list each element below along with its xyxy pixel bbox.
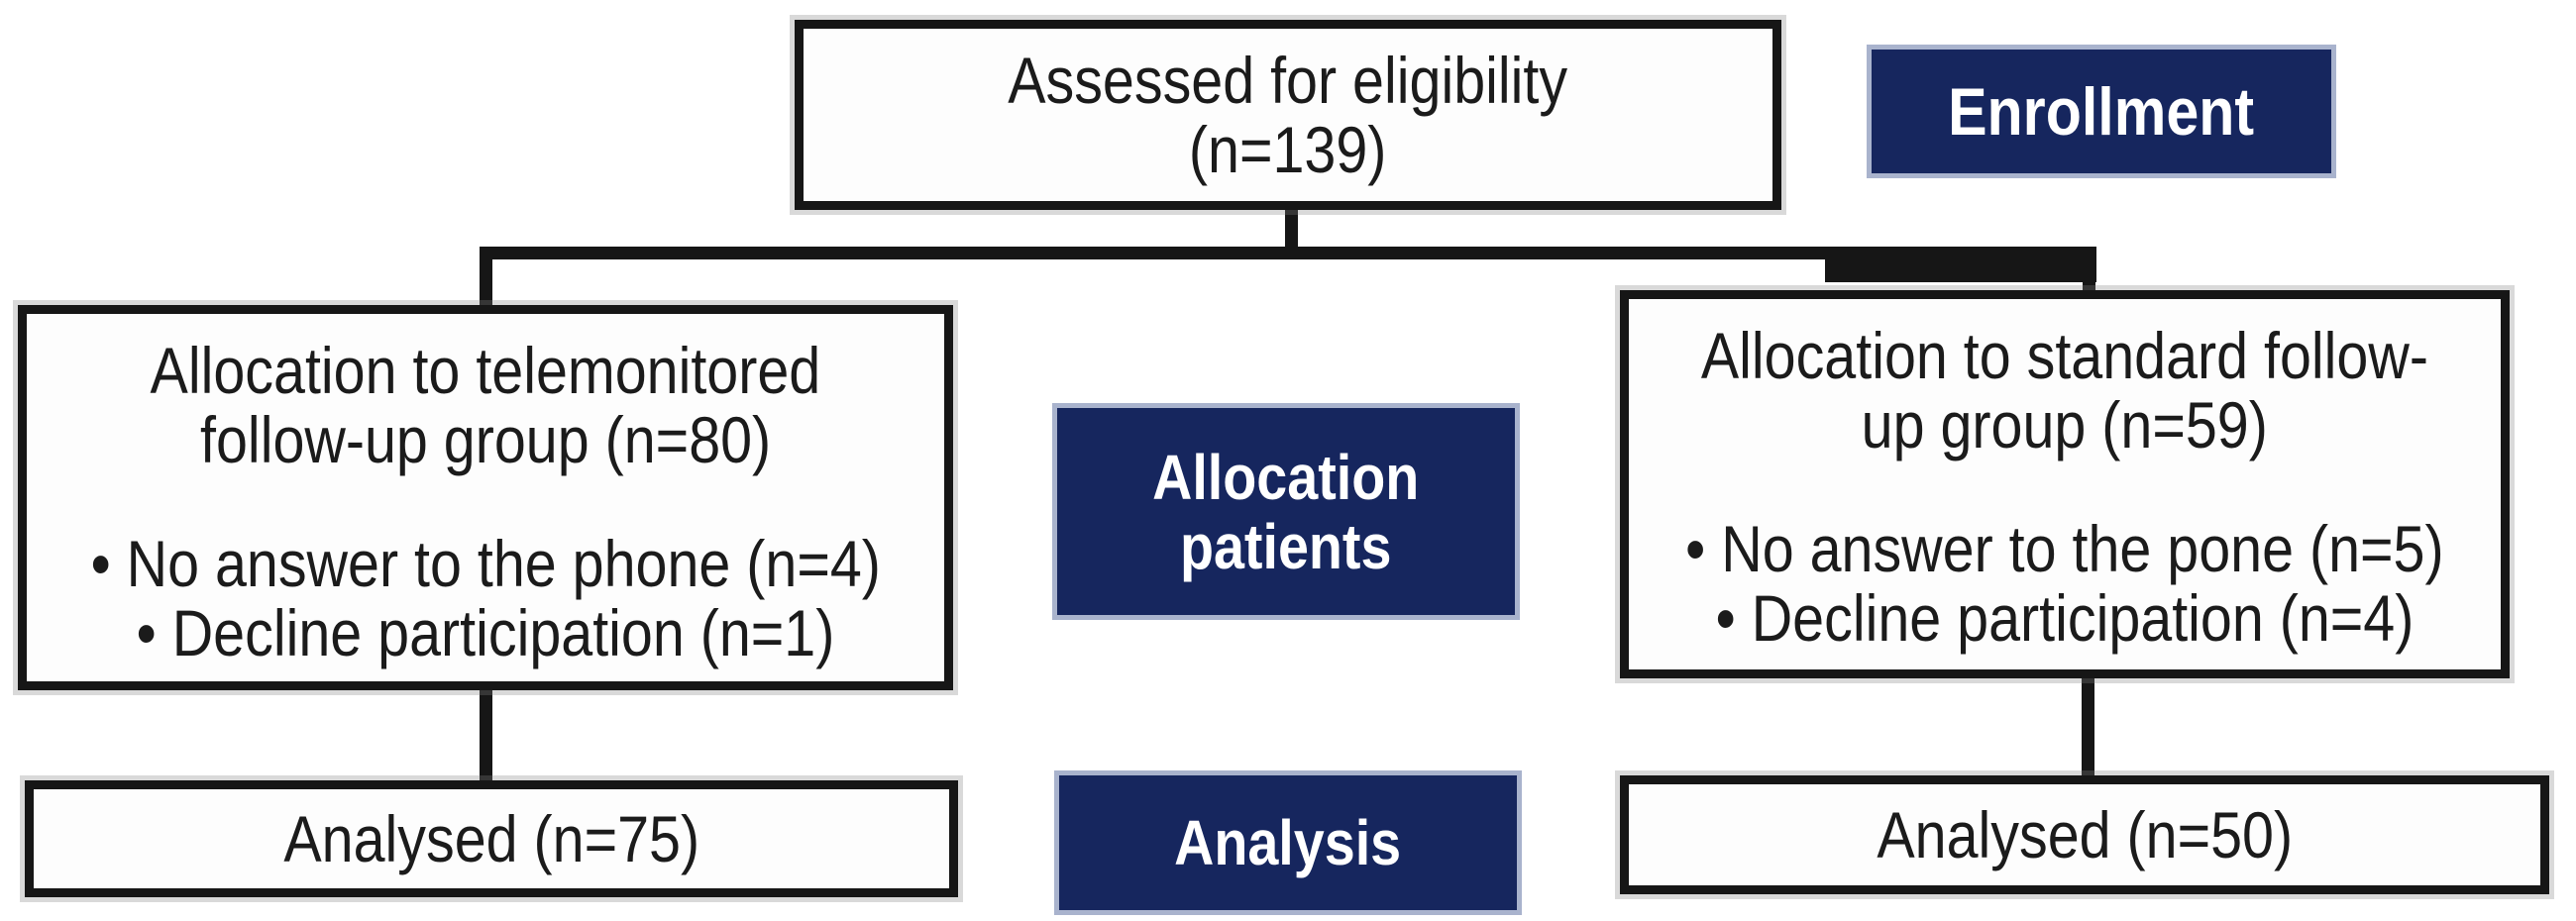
assessed-for-eligibility-box: Assessed for eligibility (n=139) [795, 20, 1781, 210]
analysis-stage-label-box: Analysis [1054, 770, 1522, 915]
telemonitored-line2: follow-up group (n=80) [199, 403, 772, 476]
standard-bullet-no-answer: • No answer to the pone (n=5) [1685, 512, 2444, 585]
connector-left-to-analysis [480, 685, 492, 786]
enrollment-stage-label: Enrollment [1948, 73, 2255, 150]
telemonitored-bullet-decline: • Decline participation (n=1) [136, 596, 835, 669]
eligibility-line1: Assessed for eligibility [1008, 44, 1568, 117]
connector-branch-thick-segment [1825, 247, 2096, 282]
connector-drop-right [2083, 247, 2095, 298]
analysed-standard-box: Analysed (n=50) [1620, 775, 2549, 894]
allocation-stage-label-line2: patients [1180, 510, 1392, 582]
analysis-stage-label: Analysis [1174, 807, 1402, 878]
allocation-telemonitored-box: Allocation to telemonitored follow-up gr… [18, 305, 953, 690]
telemonitored-line1: Allocation to telemonitored [150, 334, 821, 407]
connector-drop-left [480, 247, 492, 312]
enrollment-stage-label-box: Enrollment [1867, 45, 2336, 178]
analysed-telemonitored-label: Analysed (n=75) [283, 802, 699, 875]
standard-line1: Allocation to standard follow- [1700, 319, 2429, 392]
allocation-standard-box: Allocation to standard follow- up group … [1620, 290, 2510, 678]
connector-branch-horizontal [480, 247, 2096, 259]
standard-bullet-decline: • Decline participation (n=4) [1715, 581, 2415, 655]
standard-line2: up group (n=59) [1861, 388, 2269, 461]
analysed-telemonitored-box: Analysed (n=75) [25, 780, 958, 897]
allocation-stage-label-box: Allocation patients [1052, 403, 1520, 620]
analysed-standard-label: Analysed (n=50) [1877, 798, 2293, 871]
connector-eligibility-stub [1285, 204, 1298, 254]
allocation-stage-label-line1: Allocation [1152, 441, 1420, 513]
eligibility-count: (n=139) [1189, 113, 1387, 186]
telemonitored-bullet-no-answer: • No answer to the phone (n=4) [90, 527, 881, 600]
connector-right-to-analysis [2082, 673, 2094, 781]
